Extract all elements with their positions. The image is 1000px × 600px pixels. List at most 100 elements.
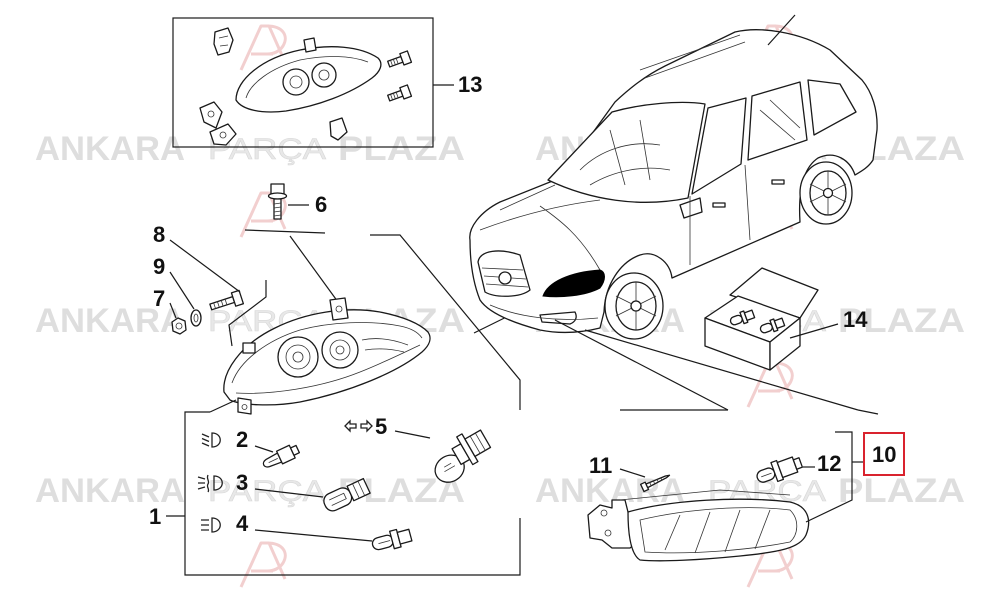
fog-lamp (587, 489, 810, 562)
washer-9-inner (193, 313, 199, 323)
callout-6[interactable]: 6 (315, 192, 327, 217)
callout-2[interactable]: 2 (236, 427, 248, 452)
fog-lamp-top-lip (619, 489, 791, 501)
low-beam-icon-lamp (211, 432, 221, 448)
fog-lamp-lens (639, 507, 798, 554)
car-side-mirror (679, 197, 703, 219)
fog-lamp-bracket-hole (604, 529, 612, 537)
car-hood-lines (479, 184, 601, 271)
mounting-clip (213, 27, 234, 56)
callout-12[interactable]: 12 (817, 451, 841, 476)
car-illustration (469, 14, 878, 340)
low-beam-icon-rays (201, 433, 210, 447)
callout-7[interactable]: 7 (153, 286, 165, 311)
mini-headlight-lens-inner (318, 69, 330, 81)
mount-tab-hole (241, 404, 248, 410)
headlight-reflector-lines (361, 338, 409, 353)
car-door-lines (689, 164, 751, 265)
washer-9 (190, 309, 202, 327)
bulb-kit-bulb (759, 317, 786, 334)
leader-11 (619, 468, 646, 478)
bulb-5-filament (444, 462, 456, 473)
car-interior-seats (579, 119, 671, 186)
bulb-4 (371, 528, 413, 551)
kit-bulb-base (773, 317, 786, 330)
selected-callout-highlight (863, 432, 905, 476)
car-rear-seat-lines (759, 99, 801, 141)
callout-8[interactable]: 8 (153, 222, 165, 247)
mini-headlight-drawing (235, 37, 382, 113)
headlight-lower-rim (235, 344, 421, 394)
headlight-lens-center (335, 345, 345, 355)
low-beam-icon (201, 432, 221, 448)
kit-bolt (387, 50, 413, 68)
high-beam-icon-lamp (211, 517, 221, 533)
mounting-clip (329, 117, 348, 141)
leader-9 (169, 271, 195, 310)
high-beam-icon (201, 517, 221, 533)
leader-3 (254, 488, 324, 498)
mini-headlight-tab (303, 37, 317, 53)
mounting-clip (199, 101, 223, 129)
front-hub (630, 300, 642, 312)
fog-reference-line (554, 319, 729, 411)
watermark-word-plaza: PLAZA (838, 302, 965, 340)
car-headlight-highlight (542, 269, 605, 298)
bolt-location-line (289, 235, 339, 303)
washer-9-outer (190, 309, 202, 327)
nut-7 (171, 317, 187, 335)
watermark-word-ankara: ANKARA (35, 302, 185, 340)
kit-bolt-head (399, 84, 413, 100)
car-quarter-window (807, 79, 857, 136)
leader-7 (169, 302, 177, 319)
leader-4 (254, 529, 373, 542)
callout-9[interactable]: 9 (153, 254, 165, 279)
bulb-2-glass (262, 452, 283, 468)
fog-reference-line (584, 329, 859, 411)
mini-headlight-rim (245, 56, 369, 99)
bulb-5-base (464, 429, 492, 458)
callout-4[interactable]: 4 (236, 511, 249, 536)
bulb-12-connector (792, 457, 804, 470)
headlight-rim (231, 322, 423, 384)
high-beam-icon-rays (201, 519, 209, 531)
bulb-kit-side-face (769, 317, 801, 371)
callout-11[interactable]: 11 (589, 453, 612, 478)
car-rear-side-window (747, 81, 808, 161)
bulb-5 (434, 429, 492, 483)
callout-10[interactable]: 10 (872, 442, 896, 467)
fog-lamp-housing (627, 498, 810, 562)
headlight-lens-ring (285, 344, 311, 370)
bolt-6-shaft (273, 198, 282, 220)
bulb-kit-bulb (729, 309, 756, 326)
bolt-location-line (244, 229, 326, 234)
bolt-6 (267, 183, 288, 220)
mounting-clip-hole (219, 131, 227, 139)
nut-7-hex (171, 317, 187, 335)
watermark-word-plaza: PLAZA (338, 130, 465, 168)
callout-5[interactable]: 5 (375, 414, 387, 439)
bulb-2 (262, 444, 301, 468)
bulb-set-bracket (166, 399, 521, 576)
watermark-word-ankara: ANKARA (35, 472, 185, 510)
leader-2 (254, 445, 274, 453)
bolt-8-thread (213, 299, 228, 309)
kit-bolt-head (399, 50, 413, 66)
car-badge (498, 271, 512, 285)
callout-13[interactable]: 13 (458, 72, 482, 97)
fog-light-icon-wave (206, 474, 210, 493)
callout-1[interactable]: 1 (149, 504, 161, 529)
bulb-4-filament (378, 540, 391, 545)
callout-14[interactable]: 14 (843, 307, 868, 332)
screw-11-thread (649, 477, 663, 487)
bracket-frame (184, 411, 521, 576)
headlight-side-mount-tab (242, 342, 256, 354)
callout-3[interactable]: 3 (236, 470, 248, 495)
fog-lamp-reference-lines (554, 319, 879, 415)
fog-light-icon (197, 474, 223, 493)
bulb-4-base (396, 528, 413, 545)
car-roof-rails (639, 34, 746, 79)
kit-bolt-shaft (387, 55, 404, 68)
headlight-lens-ring (329, 339, 351, 361)
turn-signal-arrows-icon (344, 419, 373, 433)
